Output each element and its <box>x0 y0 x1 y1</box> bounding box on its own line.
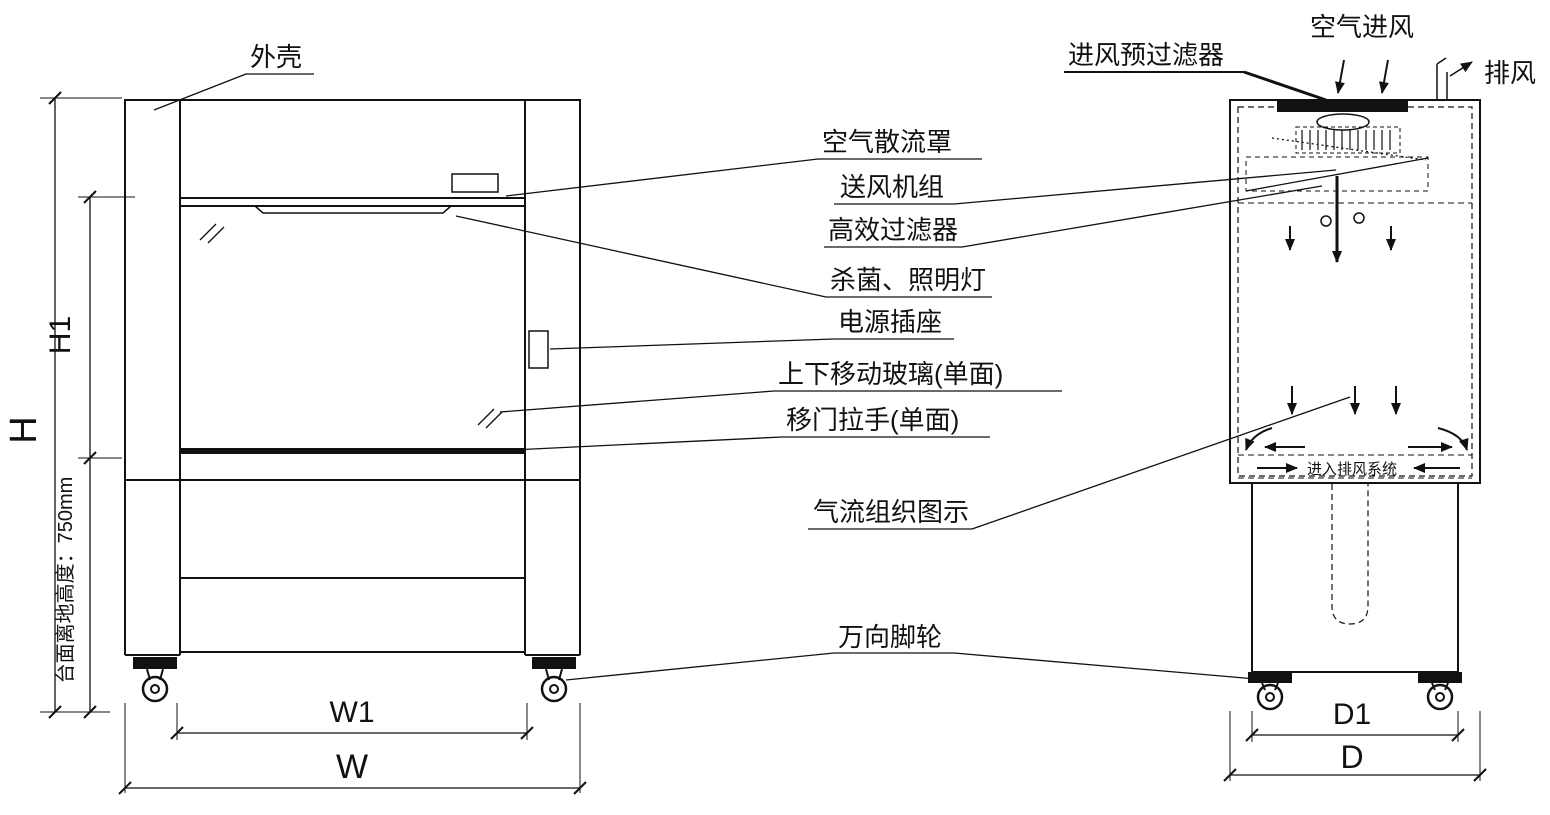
prefilter-bar <box>1277 101 1408 112</box>
prefilter-label: 进风预过滤器 <box>1068 40 1224 70</box>
door-handle-label: 移门拉手(单面) <box>786 405 959 435</box>
exhaust-pipe <box>1436 57 1473 100</box>
leader-lines <box>153 70 1351 681</box>
dim-d-label: D <box>1340 739 1363 775</box>
exhaust-system-label: 进入排风系统 <box>1307 461 1397 478</box>
uv-lamp-label: 杀菌、照明灯 <box>830 265 986 295</box>
side-lower-cabinet <box>1251 483 1459 673</box>
side-inner-liner <box>1237 106 1473 477</box>
dim-w-label: W <box>336 748 368 786</box>
air-diffuser-tray <box>254 205 452 214</box>
air-inlet-label: 空气进风 <box>1310 12 1414 42</box>
dim-h1-label: H1 <box>44 316 77 354</box>
fan-unit-symbol <box>1271 126 1427 161</box>
front-left-caster <box>133 657 177 703</box>
hepa-filter-label: 高效过滤器 <box>828 215 958 245</box>
glass-hatch-marks <box>199 223 503 429</box>
fan-inlet-ellipse <box>1316 113 1370 131</box>
front-right-caster <box>532 657 576 703</box>
casing-label: 外壳 <box>250 42 302 72</box>
power-socket <box>528 330 549 369</box>
exhaust-duct-dashed <box>1331 484 1369 625</box>
dim-w1-label: W1 <box>330 696 375 729</box>
front-view-outline <box>124 99 581 656</box>
dim-h-label: H <box>3 416 45 443</box>
fan-unit-label: 送风机组 <box>840 172 944 202</box>
casters-label: 万向脚轮 <box>838 622 942 652</box>
uv-lamp-section <box>1320 215 1332 227</box>
power-socket-label: 电源插座 <box>838 307 942 337</box>
side-right-caster <box>1418 672 1462 711</box>
dim-d1-label: D1 <box>1333 698 1371 731</box>
dimension-lines <box>40 91 1487 795</box>
air-diffuser-label: 空气散流罩 <box>822 127 952 157</box>
front-view <box>124 99 581 703</box>
air-inlet-arrows <box>1335 59 1389 94</box>
airflow-arrows <box>1245 176 1469 473</box>
table-height-label: 台面离地高度：750mm <box>54 477 77 684</box>
control-panel <box>451 173 499 193</box>
work-surface <box>180 448 525 454</box>
light-lamp-section <box>1353 212 1365 224</box>
side-view <box>1229 57 1481 711</box>
exhaust-label: 排风 <box>1484 58 1536 88</box>
sliding-glass-label: 上下移动玻璃(单面) <box>778 359 1003 389</box>
side-body-outline <box>1229 99 1481 484</box>
side-left-caster <box>1248 672 1292 711</box>
airflow-diagram-label: 气流组织图示 <box>813 497 969 527</box>
